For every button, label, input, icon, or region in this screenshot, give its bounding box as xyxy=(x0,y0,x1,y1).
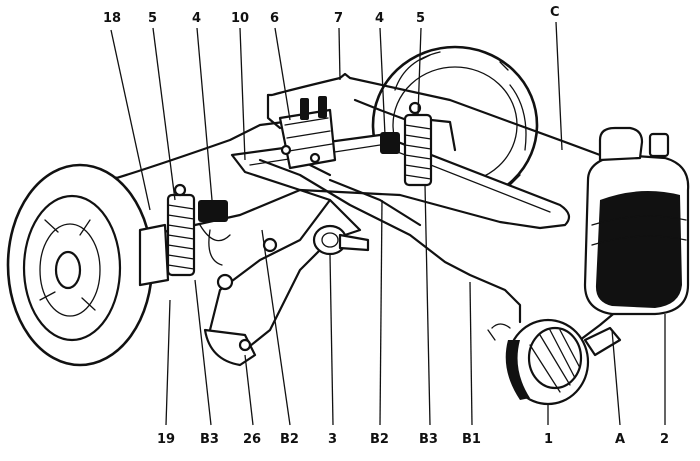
callout-label: 2 xyxy=(660,432,669,447)
callout-label: 19 xyxy=(157,432,175,447)
callout-label: 5 xyxy=(416,11,425,26)
callout-label: 18 xyxy=(103,11,121,26)
callouts-bottom: 19 B3 26 B2 3 B2 B3 B1 1 A 2 xyxy=(157,432,669,447)
hydraulic-lines xyxy=(107,72,632,342)
hydraulic-pump xyxy=(487,318,622,406)
left-suspension-unit xyxy=(166,183,231,277)
fluid-reservoir xyxy=(583,126,690,316)
callout-label: 1 xyxy=(544,432,553,447)
callout-label: B2 xyxy=(280,432,299,447)
callout-label: C xyxy=(550,5,560,20)
callout-label: B2 xyxy=(370,432,389,447)
callout-label: A xyxy=(615,432,625,447)
callout-label: 3 xyxy=(328,432,337,447)
valve-block xyxy=(278,96,337,170)
callout-label: 4 xyxy=(375,11,384,26)
callout-label: 10 xyxy=(231,11,249,26)
callout-label: B3 xyxy=(200,432,219,447)
callouts-top: 18 5 4 10 6 7 4 5 C xyxy=(103,5,560,26)
callout-label: 4 xyxy=(192,11,201,26)
callout-label: 26 xyxy=(243,432,261,447)
callout-label: 7 xyxy=(334,11,343,26)
right-suspension-unit xyxy=(380,101,457,187)
callout-label: 5 xyxy=(148,11,157,26)
callout-label: B1 xyxy=(462,432,481,447)
left-wheel xyxy=(6,163,170,367)
callout-label: B3 xyxy=(419,432,438,447)
centre-mount xyxy=(312,224,370,256)
callout-label: 6 xyxy=(270,11,279,26)
leader-lines xyxy=(110,21,666,426)
